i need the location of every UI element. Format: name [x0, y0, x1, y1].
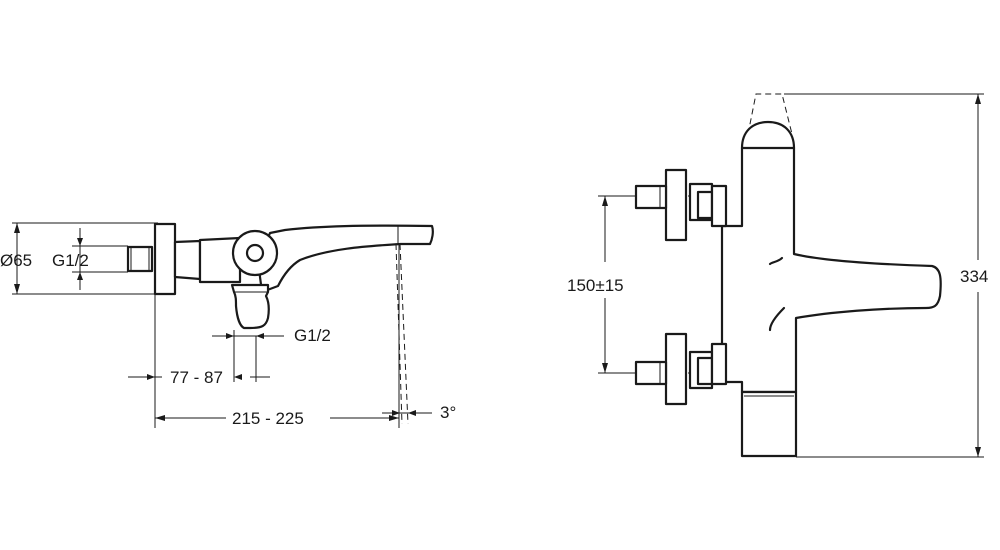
upper-inlet-eccentric [634, 168, 714, 242]
diameter-dimension [14, 223, 20, 294]
offset-range-label: 77 - 87 [170, 368, 223, 387]
offset-dimension [128, 374, 270, 380]
lower-cartridge [740, 390, 798, 458]
outlet-thread-dimension [212, 333, 284, 339]
side-view: Ø65 G1/2 G1/2 77 - 87 215 - 225 3° [0, 222, 456, 428]
inlet-thread-dimension [77, 228, 83, 290]
outlet-thread-label: G1/2 [294, 326, 331, 345]
height-dimension [975, 94, 981, 457]
body-cylinder-side [198, 236, 242, 284]
wall-flange [153, 222, 177, 296]
spout-side [256, 224, 434, 294]
upper-connector-block [710, 184, 728, 228]
inlet-connector [126, 245, 154, 273]
mixer-body-side [173, 239, 202, 281]
lower-connector-block [710, 342, 728, 386]
height-label: 334 [960, 267, 988, 286]
projection-dimension [155, 415, 399, 421]
inlet-spacing-label: 150±15 [567, 276, 624, 295]
mixer-curve [768, 256, 786, 332]
side-dimension-extension-lines [12, 222, 400, 428]
angle-label: 3° [440, 403, 456, 422]
angle-dimension [382, 410, 432, 416]
projection-range-label: 215 - 225 [232, 409, 304, 428]
inlet-spacing-dimension [602, 196, 608, 373]
lower-outlet [230, 283, 270, 330]
diverter-knob [231, 229, 279, 277]
top-knob-ghost [747, 93, 793, 135]
spray-angle-lines [395, 243, 409, 425]
inlet-thread-label: G1/2 [52, 251, 89, 270]
lower-inlet-eccentric [634, 332, 714, 406]
diameter-label: Ø65 [0, 251, 32, 270]
front-view: 150±15 334 [567, 93, 988, 458]
thermostat-body-front [720, 120, 942, 394]
